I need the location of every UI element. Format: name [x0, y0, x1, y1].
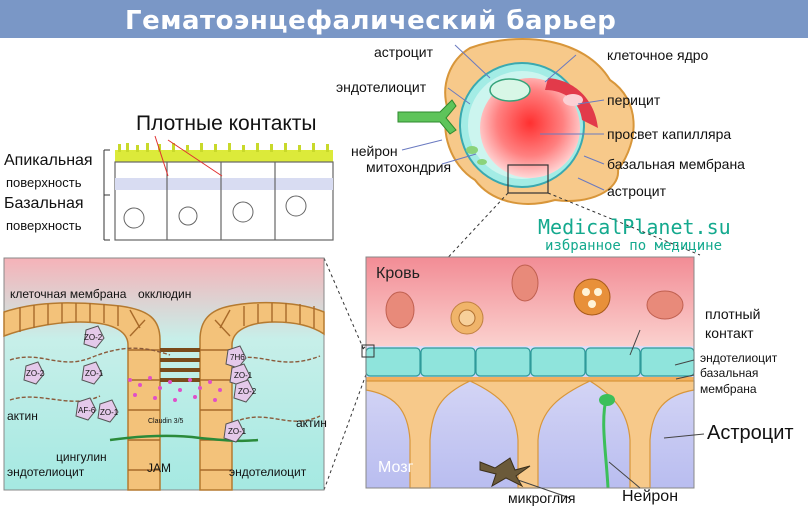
basement-membrane-label: базальная мембрана	[607, 156, 745, 172]
actin-right-label: актин	[296, 416, 327, 430]
claudin-label: Claudin 3/5	[148, 418, 184, 425]
af6-label: AF-6	[78, 406, 96, 415]
zo1-a-label: ZO-1	[85, 369, 104, 378]
title-bar	[0, 0, 808, 38]
cell-membrane-label: клеточная мембрана	[10, 287, 127, 301]
brain-label: Мозг	[378, 459, 414, 476]
zo1-d-label: ZO-1	[228, 427, 247, 436]
7h6-label: 7H6	[230, 353, 245, 362]
zo2-b-label: ZO-2	[26, 369, 45, 378]
tight-junction-heading: Плотные контакты	[136, 112, 317, 135]
barrier-neuron-label: Нейрон	[622, 488, 679, 505]
capillary-diagram	[397, 38, 635, 205]
basal-label: Базальная	[4, 195, 84, 212]
barrier-basement-label-1: базальная	[700, 366, 759, 380]
zo1-c-label: ZO-1	[234, 371, 253, 380]
astrocyte-bottom-label: астроцит	[607, 183, 667, 199]
endothelial-label: эндотелиоцит	[336, 79, 427, 95]
lumen-label: просвет капилляра	[607, 126, 732, 142]
blood-label: Кровь	[376, 265, 420, 282]
actin-left-label: актин	[7, 409, 38, 423]
apical-surface-label: поверхность	[6, 175, 82, 190]
apical-label: Апикальная	[4, 152, 93, 169]
watermark-tagline: избранное по медицине	[545, 238, 723, 254]
zo1-b-label: ZO-1	[100, 408, 119, 417]
pericyte-label: перицит	[607, 92, 661, 108]
barrier-diagram	[361, 256, 705, 499]
tight-contact-label-2: контакт	[705, 325, 754, 341]
epithelium-diagram	[103, 135, 334, 241]
cingulin-label: цингулин	[56, 450, 107, 464]
basal-surface-label: поверхность	[6, 218, 82, 233]
barrier-astrocyte-label: Астроцит	[707, 422, 794, 444]
jam-label: JAM	[147, 461, 171, 475]
neuron-label: нейрон	[351, 143, 398, 159]
occludin-label: окклюдин	[138, 287, 192, 301]
watermark-site: MedicalPlanet.su	[538, 215, 731, 239]
molecular-diagram	[3, 257, 325, 491]
zo2-a-label: ZO-2	[84, 333, 103, 342]
nucleus-label: клеточное ядро	[607, 47, 709, 63]
endothelial-right-label: эндотелиоцит	[229, 465, 307, 479]
endothelial-left-label: эндотелиоцит	[7, 465, 85, 479]
microglia-label: микроглия	[508, 490, 576, 506]
page-title: Гематоэнцефалический барьер	[125, 6, 617, 36]
tight-contact-label-1: плотный	[705, 306, 761, 322]
zo2-c-label: ZO-2	[238, 387, 257, 396]
mitochondria-label: митохондрия	[366, 159, 452, 175]
barrier-endothelial-label: эндотелиоцит	[700, 351, 778, 365]
astrocyte-top-label: астроцит	[374, 44, 434, 60]
barrier-basement-label-2: мембрана	[700, 382, 757, 396]
